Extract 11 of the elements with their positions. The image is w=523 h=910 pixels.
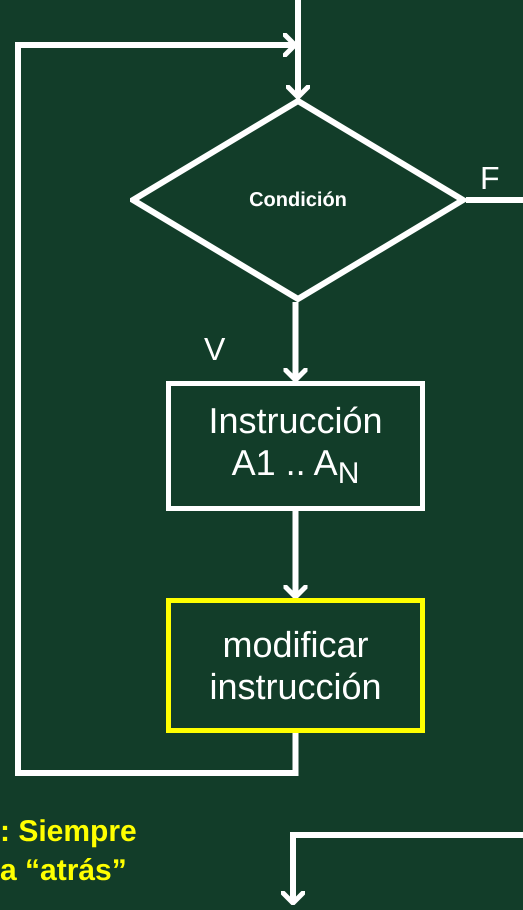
decision-diamond bbox=[130, 98, 466, 302]
arrow bbox=[282, 302, 309, 382]
arrow bbox=[282, 511, 309, 600]
process-box bbox=[166, 381, 425, 511]
instruction-text: modificar instrucción bbox=[208, 624, 383, 707]
condition-text: Condición bbox=[249, 188, 347, 212]
process-box bbox=[166, 598, 425, 733]
instruction-text: Instrucción A1 .. A$_{N}$ bbox=[207, 400, 384, 492]
note-text: : Siempre a “atrás” bbox=[0, 814, 138, 889]
arrow bbox=[284, 0, 312, 100]
arrow bbox=[15, 32, 298, 776]
